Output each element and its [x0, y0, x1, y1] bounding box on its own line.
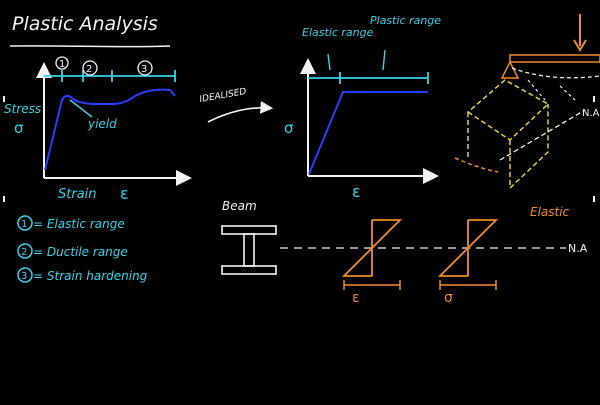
- legend-1-circle: [17, 215, 33, 231]
- elastic-range-label: Elastic range: [302, 26, 374, 39]
- strain-dimension: [343, 280, 401, 290]
- strain-symbol: ε: [120, 184, 129, 203]
- idealised-range-scale: [308, 72, 429, 84]
- load-arrowhead: [573, 39, 587, 52]
- legend-3-text: = Strain hardening: [33, 269, 148, 283]
- neutral-axis-3d-label: N.A: [582, 108, 600, 119]
- legend-1-text: = Elastic range: [33, 217, 125, 231]
- stress-distribution-symbol: σ: [444, 290, 453, 306]
- legend-1-number: 1: [21, 219, 27, 230]
- yield-label: yield: [87, 117, 117, 131]
- idealised-strain-symbol: ε: [352, 182, 361, 201]
- plastic-range-pointer: [382, 49, 386, 71]
- idealised-stress-symbol: σ: [284, 119, 294, 137]
- section-side-face: [509, 104, 549, 190]
- i-beam-web: [243, 233, 255, 267]
- idealised-arrow: [207, 100, 274, 123]
- elastic-range-pointer: [327, 53, 331, 71]
- stress-strain-curve: [44, 88, 176, 171]
- elastic-label: Elastic: [530, 205, 570, 219]
- beam-label: Beam: [222, 199, 257, 213]
- frame-ticks: [3, 96, 595, 202]
- orange-dashed-curve: [454, 157, 499, 173]
- idealised-label: IDEALISED: [199, 87, 248, 105]
- title-underline: [9, 45, 171, 48]
- neutral-axis-label: N.A: [568, 242, 588, 255]
- legend-2-circle: [17, 243, 33, 259]
- stress-label: Stress: [4, 102, 41, 116]
- legend-2-text: = Ductile range: [33, 245, 128, 259]
- page-title: Plastic Analysis: [12, 13, 158, 35]
- legend: 1 = Elastic range 2 = Ductile range 3 = …: [17, 215, 148, 283]
- region-3-circle: [137, 60, 153, 76]
- deflected-shape: [511, 67, 600, 79]
- i-beam-top-flange: [221, 225, 277, 235]
- legend-3-number: 3: [21, 271, 27, 282]
- beam-3d-sketch: N.A: [454, 14, 600, 190]
- yield-pointer: [69, 99, 93, 118]
- neutral-axis-3d: [499, 109, 586, 161]
- stress-distribution: [437, 219, 499, 277]
- projection-lines: [527, 79, 576, 101]
- strain-distribution: [341, 219, 403, 277]
- pin-support: [500, 60, 520, 79]
- strain-distribution-symbol: ε: [352, 290, 360, 306]
- region-1-marker: 1: [59, 59, 65, 70]
- plastic-range-label: Plastic range: [370, 14, 441, 27]
- region-2-marker: 2: [86, 64, 92, 75]
- idealised-curve: [308, 91, 428, 175]
- stress-symbol: σ: [14, 119, 24, 137]
- region-3-marker: 3: [141, 64, 147, 75]
- legend-2-number: 2: [21, 247, 27, 258]
- stress-strain-graph: 1 2 3 yield Stress σ Strain ε: [4, 56, 192, 203]
- region-1-circle: [55, 56, 69, 70]
- beam-cross-section: Beam N.A ε σ Elastic: [221, 199, 588, 306]
- legend-3-circle: [17, 267, 33, 283]
- strain-label: Strain: [58, 187, 97, 202]
- region-scale: [44, 70, 176, 82]
- stress-dimension: [439, 280, 497, 290]
- beam-top-flange: [509, 54, 600, 63]
- idealised-graph: Elastic range Plastic range σ ε: [284, 14, 441, 201]
- section-top-face: [466, 79, 550, 141]
- region-2-circle: [82, 60, 98, 76]
- i-beam-bottom-flange: [221, 265, 277, 275]
